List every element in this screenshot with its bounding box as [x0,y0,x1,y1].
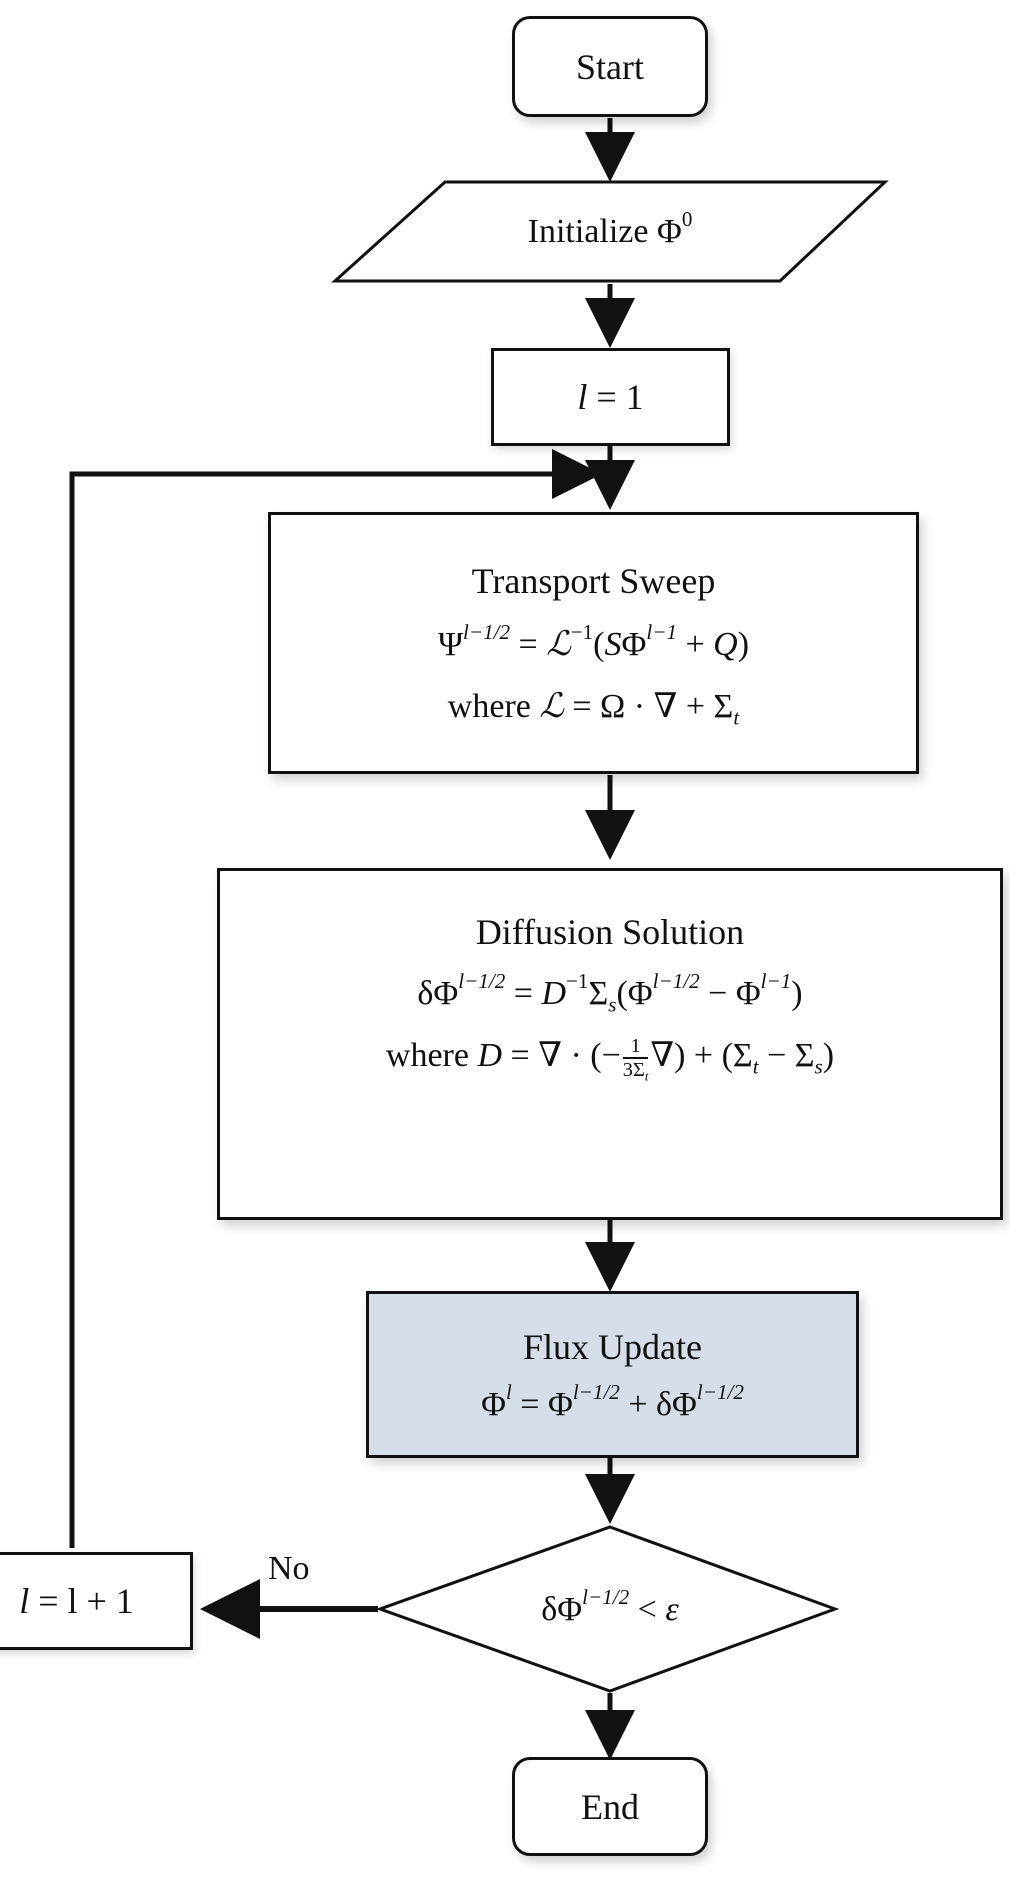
start-node: Start [512,16,708,117]
transport-where: where ℒ = Ω · ∇ + Σt [447,688,740,730]
diffusion-title: Diffusion Solution [475,912,745,952]
transport-sweep-title: Transport Sweep [471,561,716,601]
end-node: End [512,1757,708,1856]
end-label: End [581,1786,639,1827]
decision-label: δΦl−1/2 < ε [541,1585,679,1628]
initialize-shape [331,180,889,283]
transport-equation: Ψl−1/2 = ℒ−1(SΦl−1 + Q) [437,620,750,663]
diffusion-equation: δΦl−1/2 = D−1Σs(Φl−1/2 − Φl−1) [417,969,803,1017]
init-l-label: l = 1 [577,377,644,417]
increment-label: l = l + 1 [19,1581,134,1621]
diffusion-solution-node: Diffusion Solution δΦl−1/2 = D−1Σs(Φl−1/… [217,868,1003,1220]
transport-sweep-node: Transport Sweep Ψl−1/2 = ℒ−1(SΦl−1 + Q) … [268,512,919,774]
decision-node: δΦl−1/2 < ε [430,1570,790,1650]
decision-shape [375,1525,840,1693]
initialize-node: Initialize Φ0 [335,182,885,282]
flux-update-title: Flux Update [523,1326,702,1367]
increment-node: l = l + 1 [0,1552,193,1650]
flux-update-node: Flux Update Φl = Φl−1/2 + δΦl−1/2 [366,1291,859,1458]
start-label: Start [576,46,644,87]
flux-update-equation: Φl = Φl−1/2 + δΦl−1/2 [481,1379,744,1423]
init-l-node: l = 1 [491,348,730,446]
initialize-label: Initialize Φ0 [527,207,693,250]
no-label: No [268,1550,310,1587]
